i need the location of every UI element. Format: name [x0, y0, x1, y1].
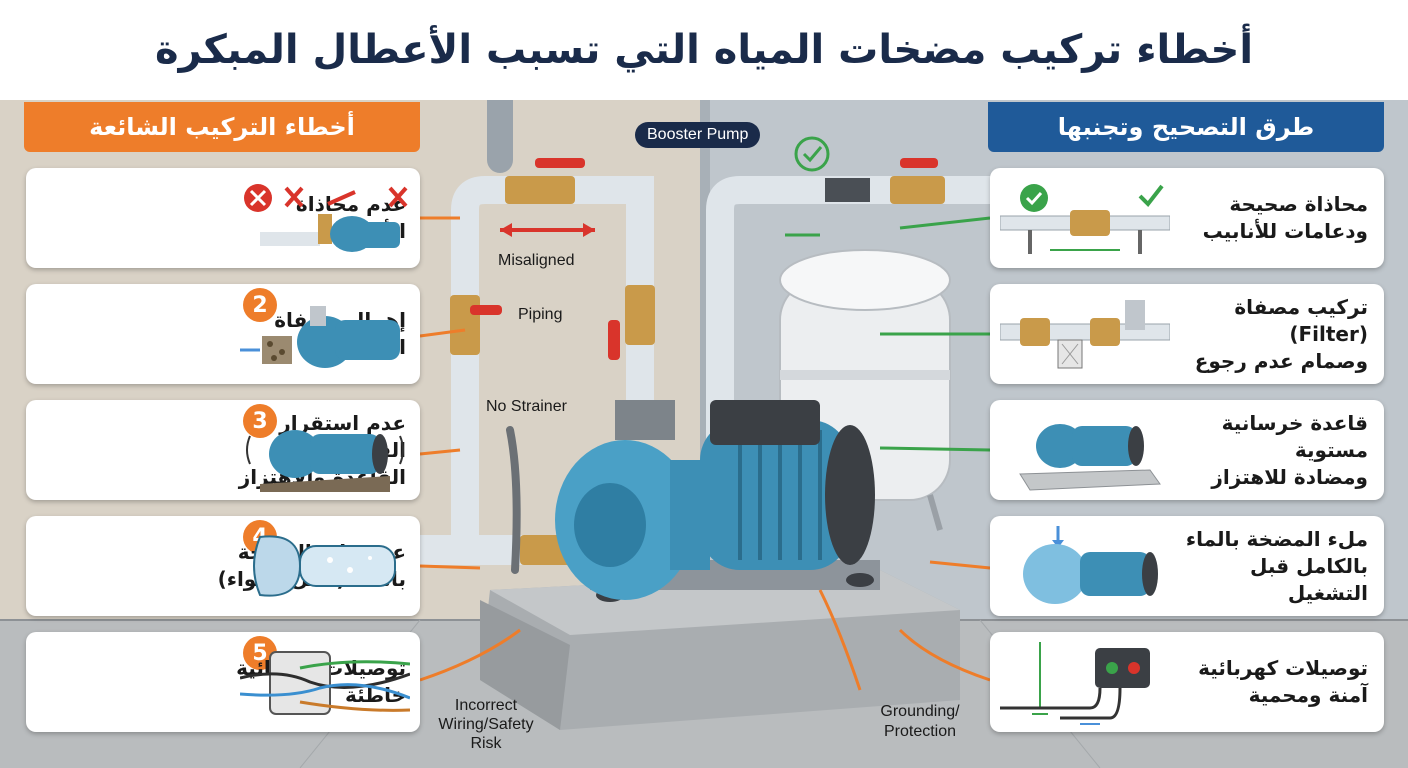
clogged-inlet-icon: [240, 306, 400, 368]
mistakes-header: أخطاء التركيب الشائعة: [24, 102, 420, 152]
check-circle-icon: [794, 136, 830, 172]
misaligned-pipes-icon: [244, 184, 408, 252]
pipework: [405, 100, 1004, 574]
booster-pump: [555, 400, 880, 602]
title-bar: أخطاء تركيب مضخات المياه التي تسبب الأعط…: [0, 0, 1408, 100]
misaligned-label: Misaligned: [498, 252, 575, 269]
mistake-card-2: 2 إهمال مصفاةالمدخل: [26, 284, 420, 384]
fixes-header: طرق التصحيح وتجنبها: [988, 102, 1384, 152]
booster-pump-label: Booster Pump: [635, 122, 761, 148]
mistake-card-1: عدم محاذاةالأنابيب: [26, 168, 420, 268]
no-strainer-label: No Strainer: [486, 398, 567, 415]
mistake-card-5: 5 توصيلات كهربائيةخاطئة: [26, 632, 420, 732]
page-title: أخطاء تركيب مضخات المياه التي تسبب الأعط…: [154, 27, 1254, 73]
piping-label: Piping: [518, 306, 563, 323]
vibrating-pump-icon: [246, 430, 404, 492]
bad-wiring-icon: [240, 651, 410, 715]
fix-card-2: تركيب مصفاة (Filter)وصمام عدم رجوع: [990, 284, 1384, 384]
stable-base-icon: [1019, 424, 1161, 491]
aligned-pipes-icon: [1000, 184, 1170, 254]
safe-wiring-icon: [1000, 642, 1150, 725]
strainer-valve-icon: [1000, 300, 1170, 369]
priming-pump-icon: [1023, 526, 1158, 604]
callout-arrows: [419, 216, 991, 691]
step-badge: 3: [243, 404, 277, 438]
grounding-label: Grounding/ Protection: [880, 703, 960, 740]
mistake-card-3: 3 عدم استقرار القاعدةالقاعدة والاهتزاز: [26, 400, 420, 500]
step-badge: 2: [243, 288, 277, 322]
fix-text: تركيب مصفاة (Filter)وصمام عدم رجوع: [1194, 294, 1368, 373]
incorrect-wiring-label: Incorrect Wiring/Safety Risk: [438, 697, 534, 752]
air-lock-icon: [253, 535, 396, 597]
